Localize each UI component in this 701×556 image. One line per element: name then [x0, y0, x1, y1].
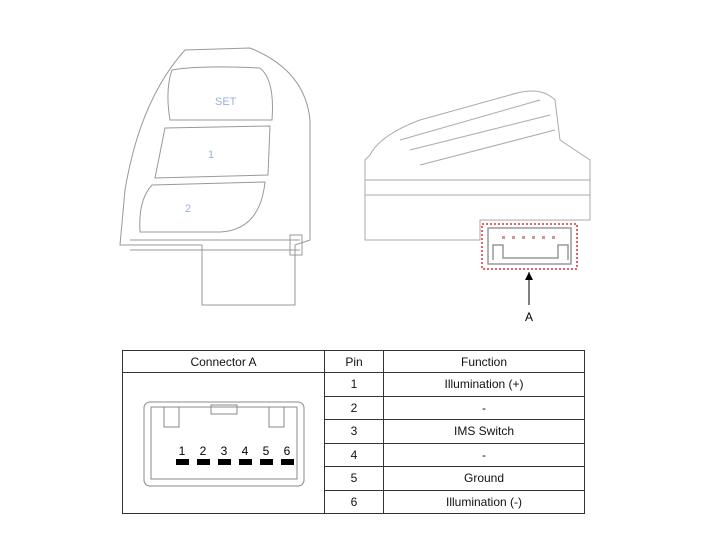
pin-label: 1 — [178, 444, 185, 458]
pin-number: 6 — [324, 489, 384, 514]
connector-pin-table: Connector A Pin Function 1 2 3 4 5 6 — [122, 350, 585, 514]
memory-1-button-label: 1 — [208, 149, 214, 161]
pin-label: 4 — [241, 444, 248, 458]
pin-function: Illumination (+) — [383, 372, 585, 397]
callout-label-a: A — [525, 310, 534, 324]
switch-side-view — [364, 90, 591, 305]
pin-number: 5 — [324, 466, 384, 491]
pin-function: - — [383, 442, 585, 467]
connector-a-highlight — [481, 223, 578, 270]
pin-number: 1 — [324, 372, 384, 397]
pin-label: 6 — [283, 444, 290, 458]
table-row: 1 2 3 4 5 6 1 Illumination (+) — [122, 372, 585, 514]
pin-label: 3 — [220, 444, 227, 458]
pin-label: 2 — [199, 444, 206, 458]
header-pin: Pin — [324, 350, 384, 373]
pin-label: 5 — [262, 444, 269, 458]
header-connector: Connector A — [122, 350, 325, 373]
header-function: Function — [383, 350, 585, 373]
pin-number: 2 — [324, 395, 384, 420]
pin-function: IMS Switch — [383, 419, 585, 444]
pin-function: Illumination (-) — [383, 489, 585, 514]
pin-number: 4 — [324, 442, 384, 467]
connector-face: 1 2 3 4 5 6 — [143, 401, 304, 486]
memory-2-button-label: 2 — [185, 203, 191, 215]
pin-function: Ground — [383, 466, 585, 491]
pin-function: - — [383, 395, 585, 420]
connector-a-drawing: 1 2 3 4 5 6 — [122, 372, 325, 514]
table-row: 2- — [123, 395, 585, 420]
table-row: 4- — [123, 442, 585, 467]
switch-front-view: SET 1 2 — [119, 47, 311, 306]
pin-number: 3 — [324, 419, 384, 444]
set-button-label: SET — [215, 96, 237, 108]
